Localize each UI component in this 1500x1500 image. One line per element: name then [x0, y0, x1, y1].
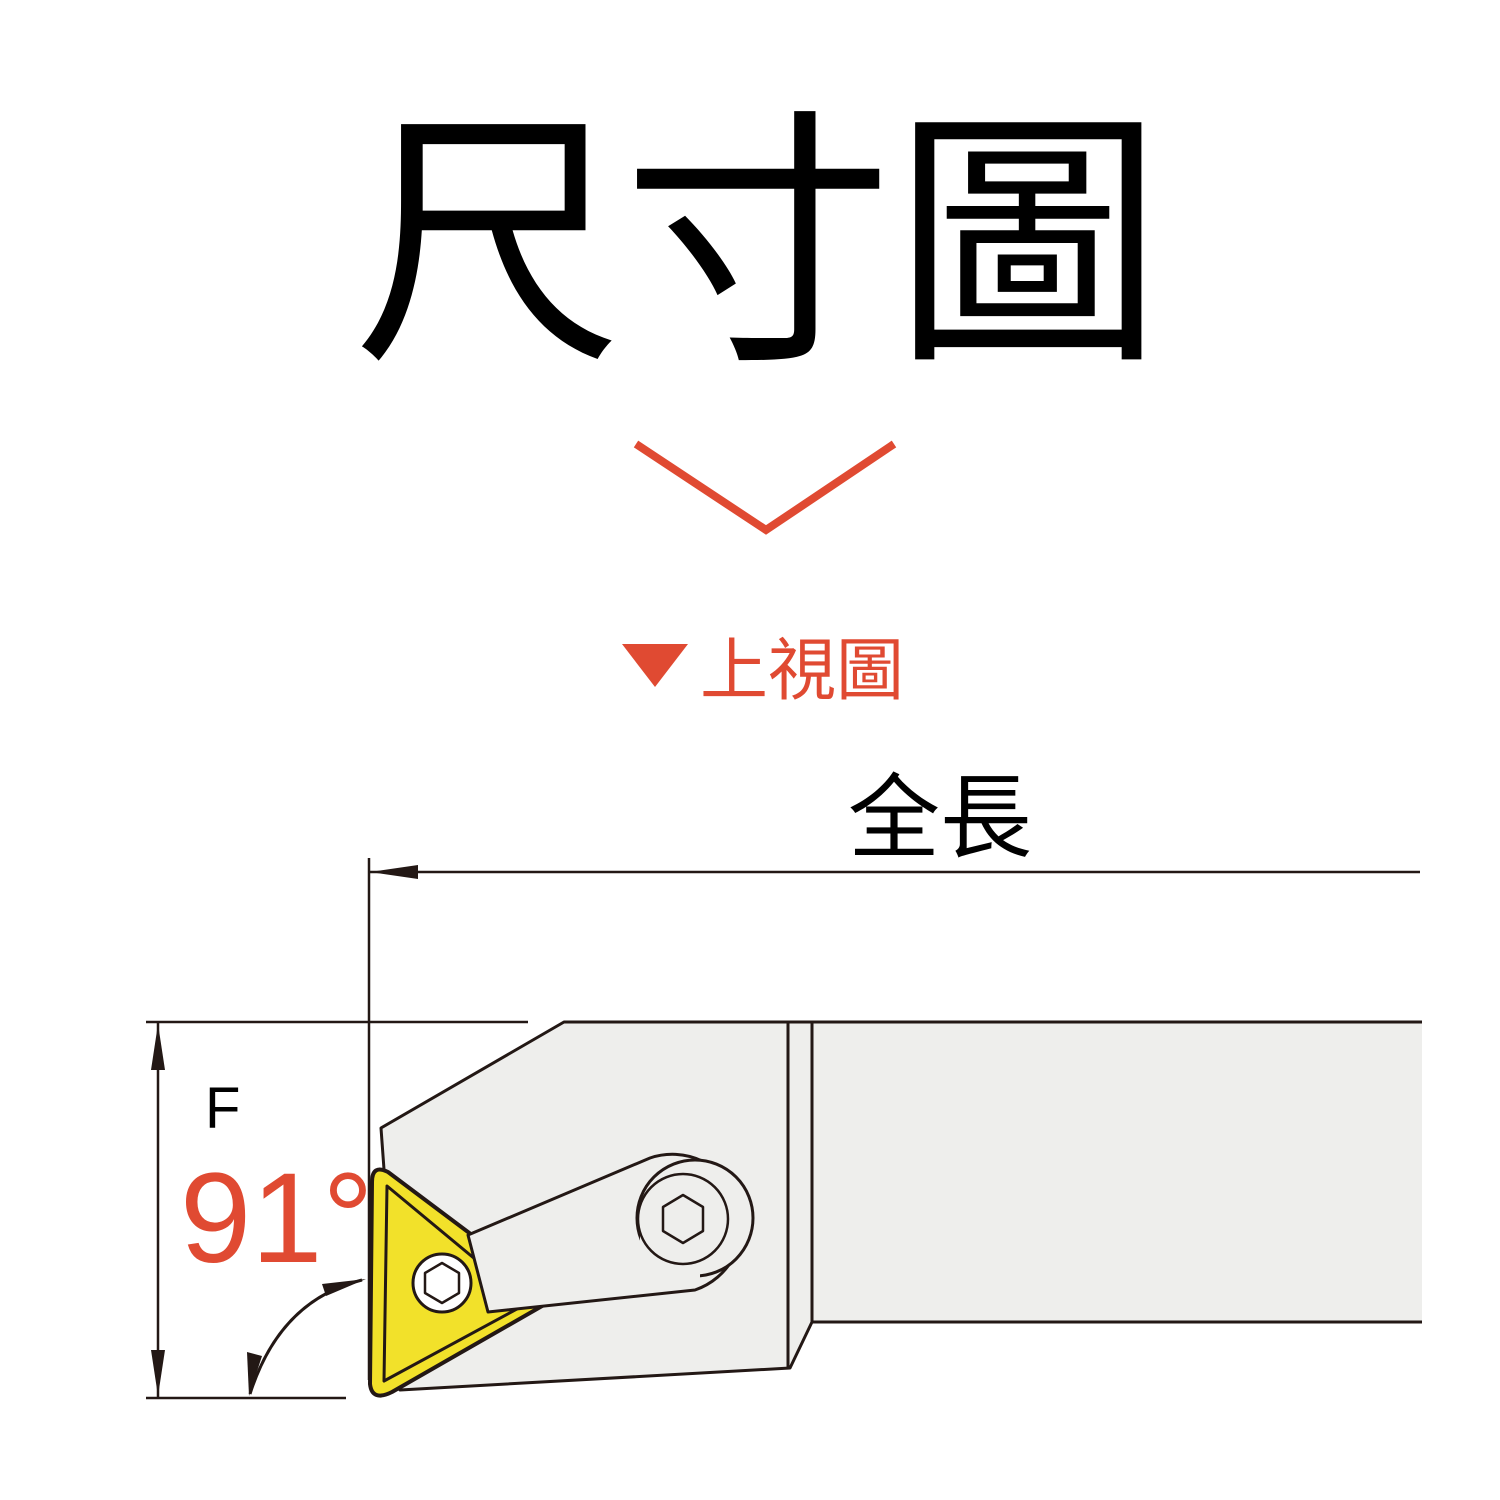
height-label: F	[205, 1076, 240, 1141]
insert-screw-icon	[411, 1252, 473, 1314]
angle-label: 91°	[180, 1147, 374, 1290]
overall-length-label: 全長	[848, 765, 1032, 872]
height-dimension	[146, 1020, 528, 1400]
page-title: 尺寸圖	[353, 87, 1163, 402]
hex-socket-icon	[661, 1193, 705, 1245]
angle-dimension	[247, 1278, 366, 1396]
insert	[368, 1152, 755, 1398]
chevron-down-icon	[633, 440, 897, 535]
triangle-down-icon	[622, 644, 688, 687]
clamp-screw-icon	[636, 1172, 730, 1266]
section-label: 上視圖	[700, 632, 904, 711]
